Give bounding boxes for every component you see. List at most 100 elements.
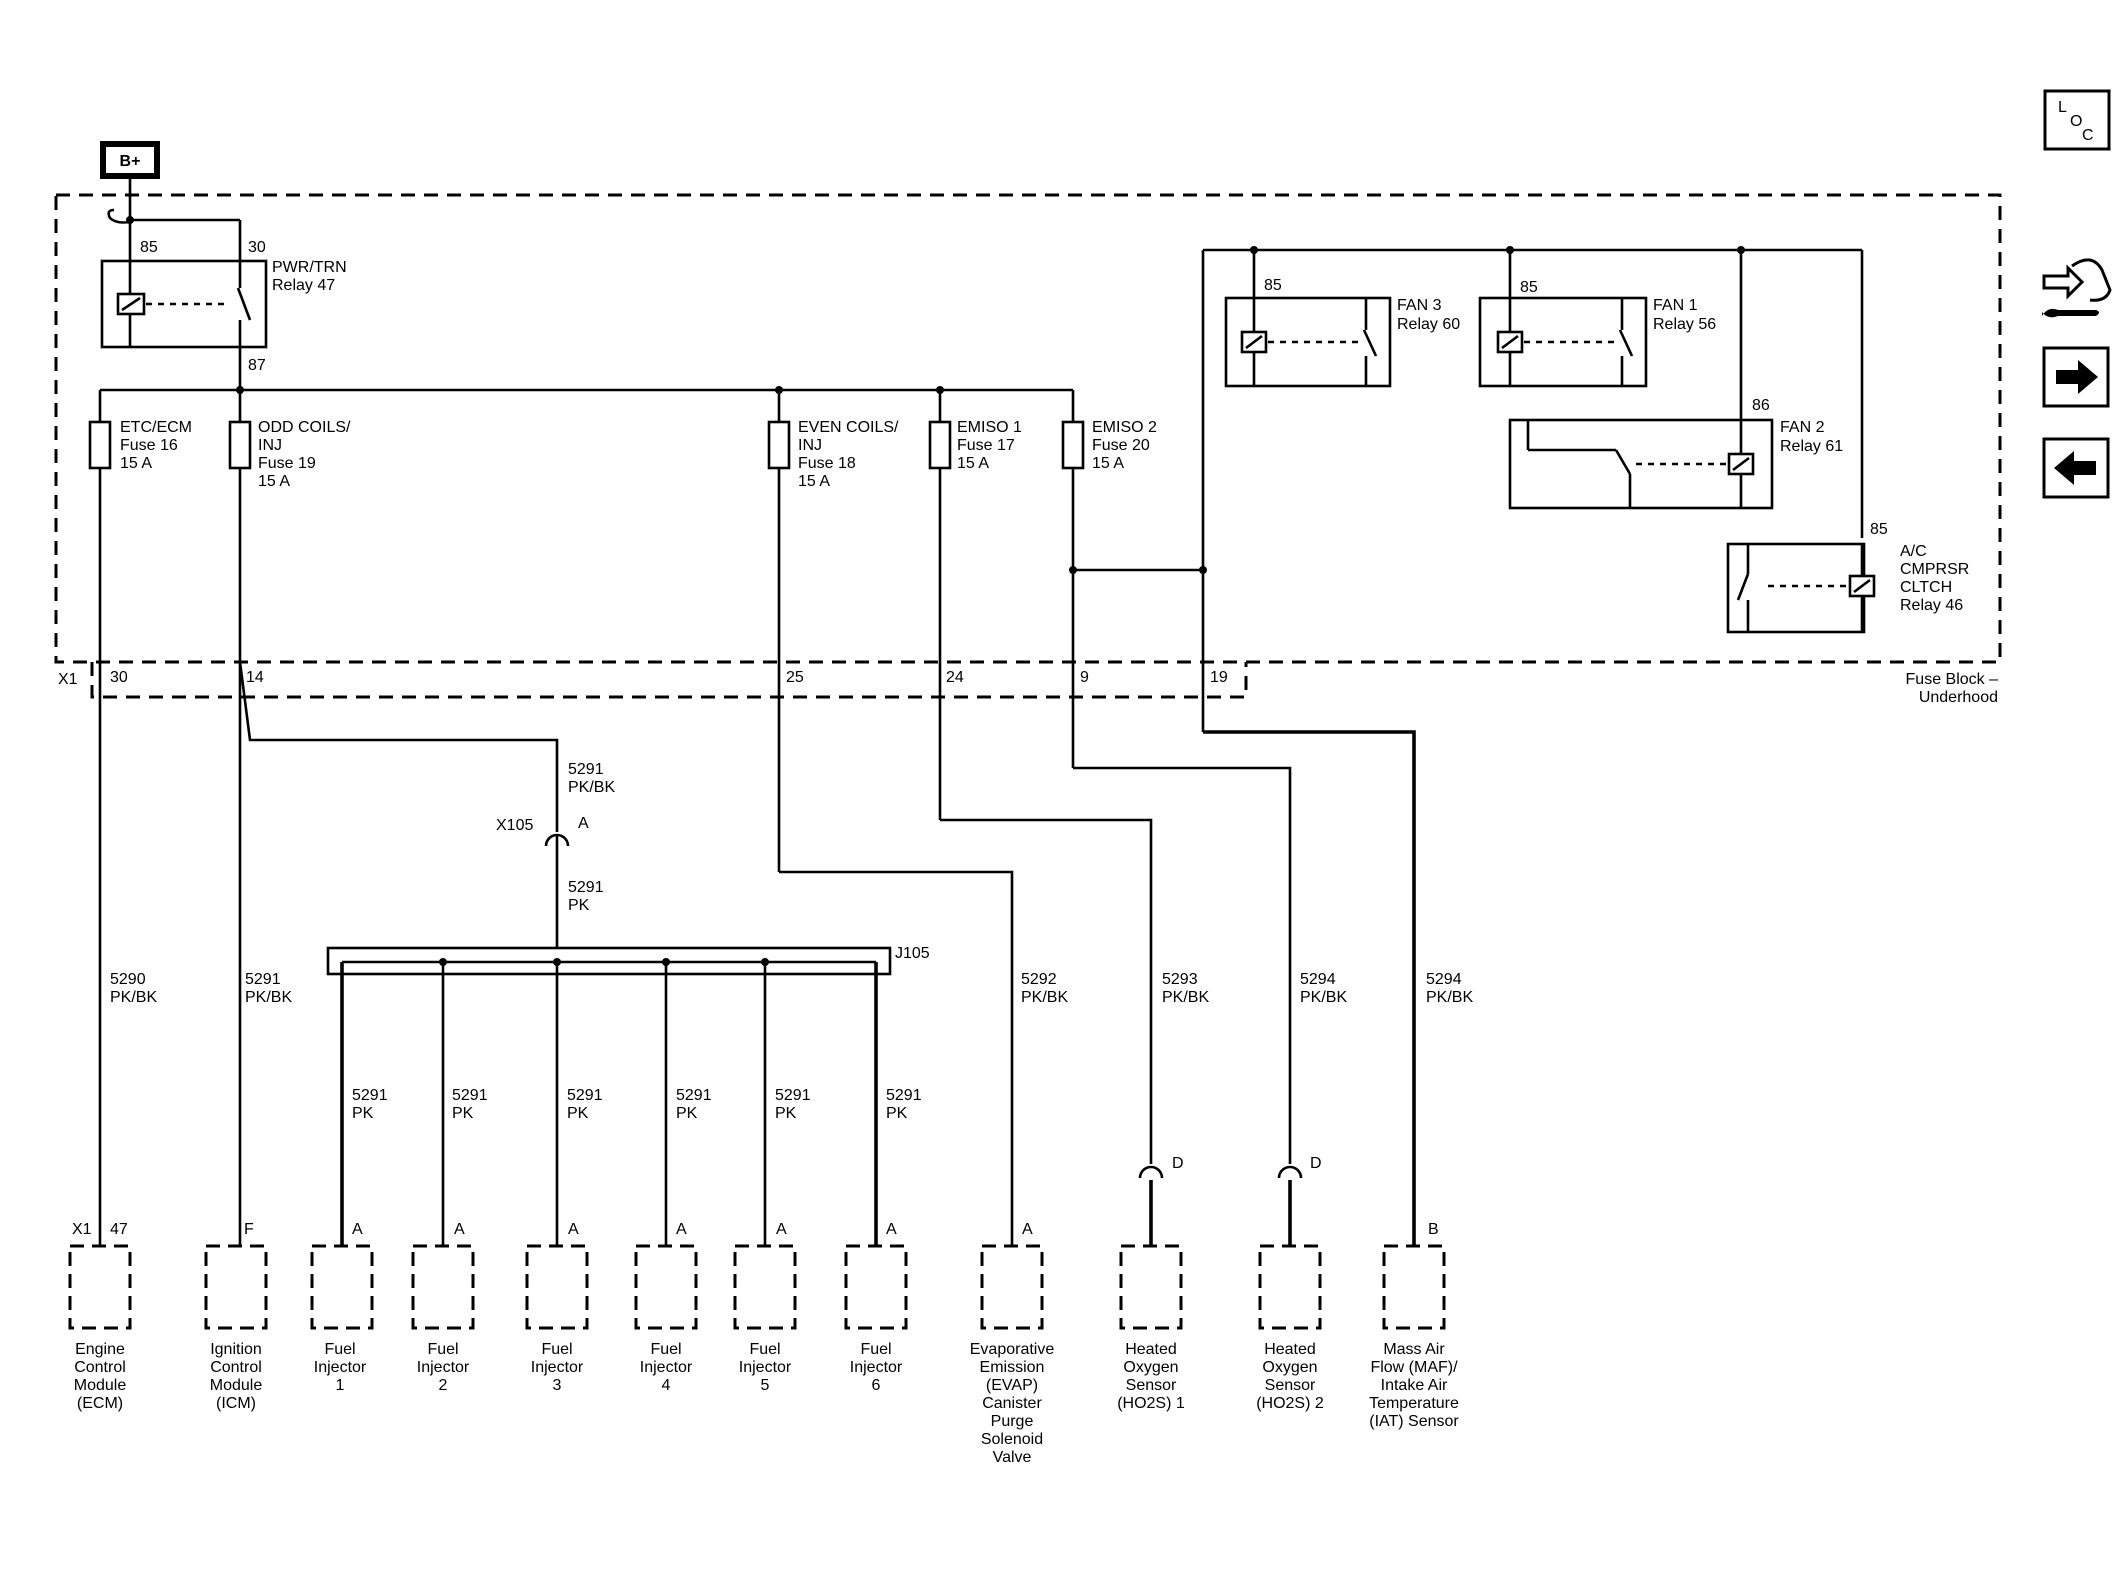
component-ecm: X1 47 Engine Control Module (ECM) (68, 1221, 132, 1412)
inj3-label: Fuel (541, 1341, 572, 1358)
fuse-17-rating: 15 A (957, 455, 989, 472)
inj5-label: Fuel (749, 1341, 780, 1358)
wire-5290-circuit: 5290 (110, 971, 146, 988)
inj4-label: Fuel (650, 1341, 681, 1358)
inj1-label-2: Injector (314, 1359, 367, 1376)
x105-top-color: PK/BK (568, 779, 615, 796)
fuse-18-name: EVEN COILS/ (798, 419, 899, 436)
arrow-left-icon (2054, 451, 2096, 485)
inj2-color: PK (452, 1105, 474, 1122)
relay-pwr-pin30: 30 (248, 239, 266, 256)
fuse-17-name: EMISO 1 (957, 419, 1022, 436)
pin-9: 9 (1080, 669, 1089, 686)
wire-5294b-circuit: 5294 (1426, 971, 1462, 988)
fuse-19-name: ODD COILS/ (258, 419, 351, 436)
maf-label-5: (IAT) Sensor (1369, 1413, 1459, 1430)
relay-ac-name-3: CLTCH (1900, 579, 1952, 596)
x105-bottom-color: PK (568, 897, 590, 914)
maf-label-3: Intake Air (1381, 1377, 1448, 1394)
icm-label-2: Control (210, 1359, 262, 1376)
fuse-19-name-2: INJ (258, 437, 282, 454)
evap-label-2: Emission (980, 1359, 1045, 1376)
fuse-odd-coils: ODD COILS/ INJ Fuse 19 15 A (228, 390, 351, 1250)
component-injector-4: A Fuel Injector 4 (634, 1221, 698, 1394)
inj5-label-3: 5 (761, 1377, 770, 1394)
ho2s1-label-4: (HO2S) 1 (1117, 1395, 1185, 1412)
inj5-label-2: Injector (739, 1359, 792, 1376)
wire-5294a-color: PK/BK (1300, 989, 1347, 1006)
relay-fan-1: 85 FAN 1 Relay 56 (1478, 250, 1716, 388)
icm-pin: F (244, 1221, 254, 1238)
inj6-circuit: 5291 (886, 1087, 922, 1104)
ho2s-connectors: D D (1138, 1155, 1322, 1250)
wire-5293-color: PK/BK (1162, 989, 1209, 1006)
ho2s1-label-3: Sensor (1126, 1377, 1177, 1394)
ho2s2-label-3: Sensor (1265, 1377, 1316, 1394)
fuse-20-number: Fuse 20 (1092, 437, 1150, 454)
next-button[interactable] (2042, 346, 2110, 408)
fuse-bus (100, 386, 1073, 394)
inj6-label-2: Injector (850, 1359, 903, 1376)
fuse-block-outline: Fuse Block – Underhood (54, 193, 2002, 706)
pin-30: 30 (110, 669, 128, 686)
x105-bottom-circuit: 5291 (568, 879, 604, 896)
relay-ac-name-2: CMPRSR (1900, 561, 1969, 578)
maf-label: Mass Air (1383, 1341, 1445, 1358)
loc-button[interactable]: L O C (2043, 89, 2111, 151)
relay-fan1-name: FAN 1 (1653, 297, 1698, 314)
inj4-circuit: 5291 (676, 1087, 712, 1104)
prev-button[interactable] (2042, 437, 2110, 499)
fuse-emiso-1: EMISO 1 Fuse 17 15 A (928, 390, 1022, 820)
ecm-label: Engine (75, 1341, 125, 1358)
maf-label-2: Flow (MAF)/ (1370, 1359, 1458, 1376)
battery-positive-source: B+ (100, 141, 160, 224)
fuse-20-rating: 15 A (1092, 455, 1124, 472)
icm-label-3: Module (210, 1377, 263, 1394)
loc-l: L (2058, 99, 2067, 116)
inj4-label-2: Injector (640, 1359, 693, 1376)
ecm-label-3: Module (74, 1377, 127, 1394)
relay-ac-pin: 85 (1870, 521, 1888, 538)
inj6-label-3: 6 (872, 1377, 881, 1394)
relay-fan2-name: FAN 2 (1780, 419, 1825, 436)
evap-label-6: Solenoid (981, 1431, 1043, 1448)
fuse-16-rating: 15 A (120, 455, 152, 472)
inj6-color: PK (886, 1105, 908, 1122)
battery-label: B+ (120, 153, 141, 170)
arrow-right-icon (2056, 360, 2098, 394)
relay-fan3-name: FAN 3 (1397, 297, 1442, 314)
inj6-label: Fuel (860, 1341, 891, 1358)
splice-j105: J105 (326, 945, 930, 976)
ho2s2-conn-pin: D (1310, 1155, 1322, 1172)
fuse-emiso-2: EMISO 2 Fuse 20 15 A (1061, 390, 1157, 768)
evap-label-4: Canister (982, 1395, 1042, 1412)
component-icm: F Ignition Control Module (ICM) (204, 1221, 268, 1412)
inj1-label: Fuel (324, 1341, 355, 1358)
tools-icon[interactable] (2042, 258, 2112, 318)
injector-wires: 5291 PK 5291 PK 5291 PK 5291 PK 5291 PK … (340, 962, 922, 1250)
loc-c: C (2082, 127, 2094, 144)
x105-pin: A (578, 815, 589, 832)
evap-label: Evaporative (970, 1341, 1055, 1358)
fuse-19-number: Fuse 19 (258, 455, 316, 472)
pin-14: 14 (246, 669, 264, 686)
inj4-pin: A (676, 1221, 687, 1238)
relay-fan2-number: Relay 61 (1780, 438, 1843, 455)
inj5-color: PK (775, 1105, 797, 1122)
inj2-label-2: Injector (417, 1359, 470, 1376)
maf-label-4: Temperature (1369, 1395, 1459, 1412)
fuse-17-number: Fuse 17 (957, 437, 1015, 454)
fuse-etc-ecm: ETC/ECM Fuse 16 15 A (88, 390, 192, 1250)
relay-fan2-pin: 86 (1752, 397, 1770, 414)
wire-5292-color: PK/BK (1021, 989, 1068, 1006)
ecm-connector: X1 (72, 1221, 92, 1238)
relay-fan-2: 86 FAN 2 Relay 61 (1508, 250, 1843, 510)
fuse-16-name: ETC/ECM (120, 419, 192, 436)
relay-fan1-number: Relay 56 (1653, 316, 1716, 333)
evap-pin: A (1022, 1221, 1033, 1238)
inj2-label-3: 2 (439, 1377, 448, 1394)
pin-19: 19 (1210, 669, 1228, 686)
relay-ac-number: Relay 46 (1900, 597, 1963, 614)
fuse-16-number: Fuse 16 (120, 437, 178, 454)
